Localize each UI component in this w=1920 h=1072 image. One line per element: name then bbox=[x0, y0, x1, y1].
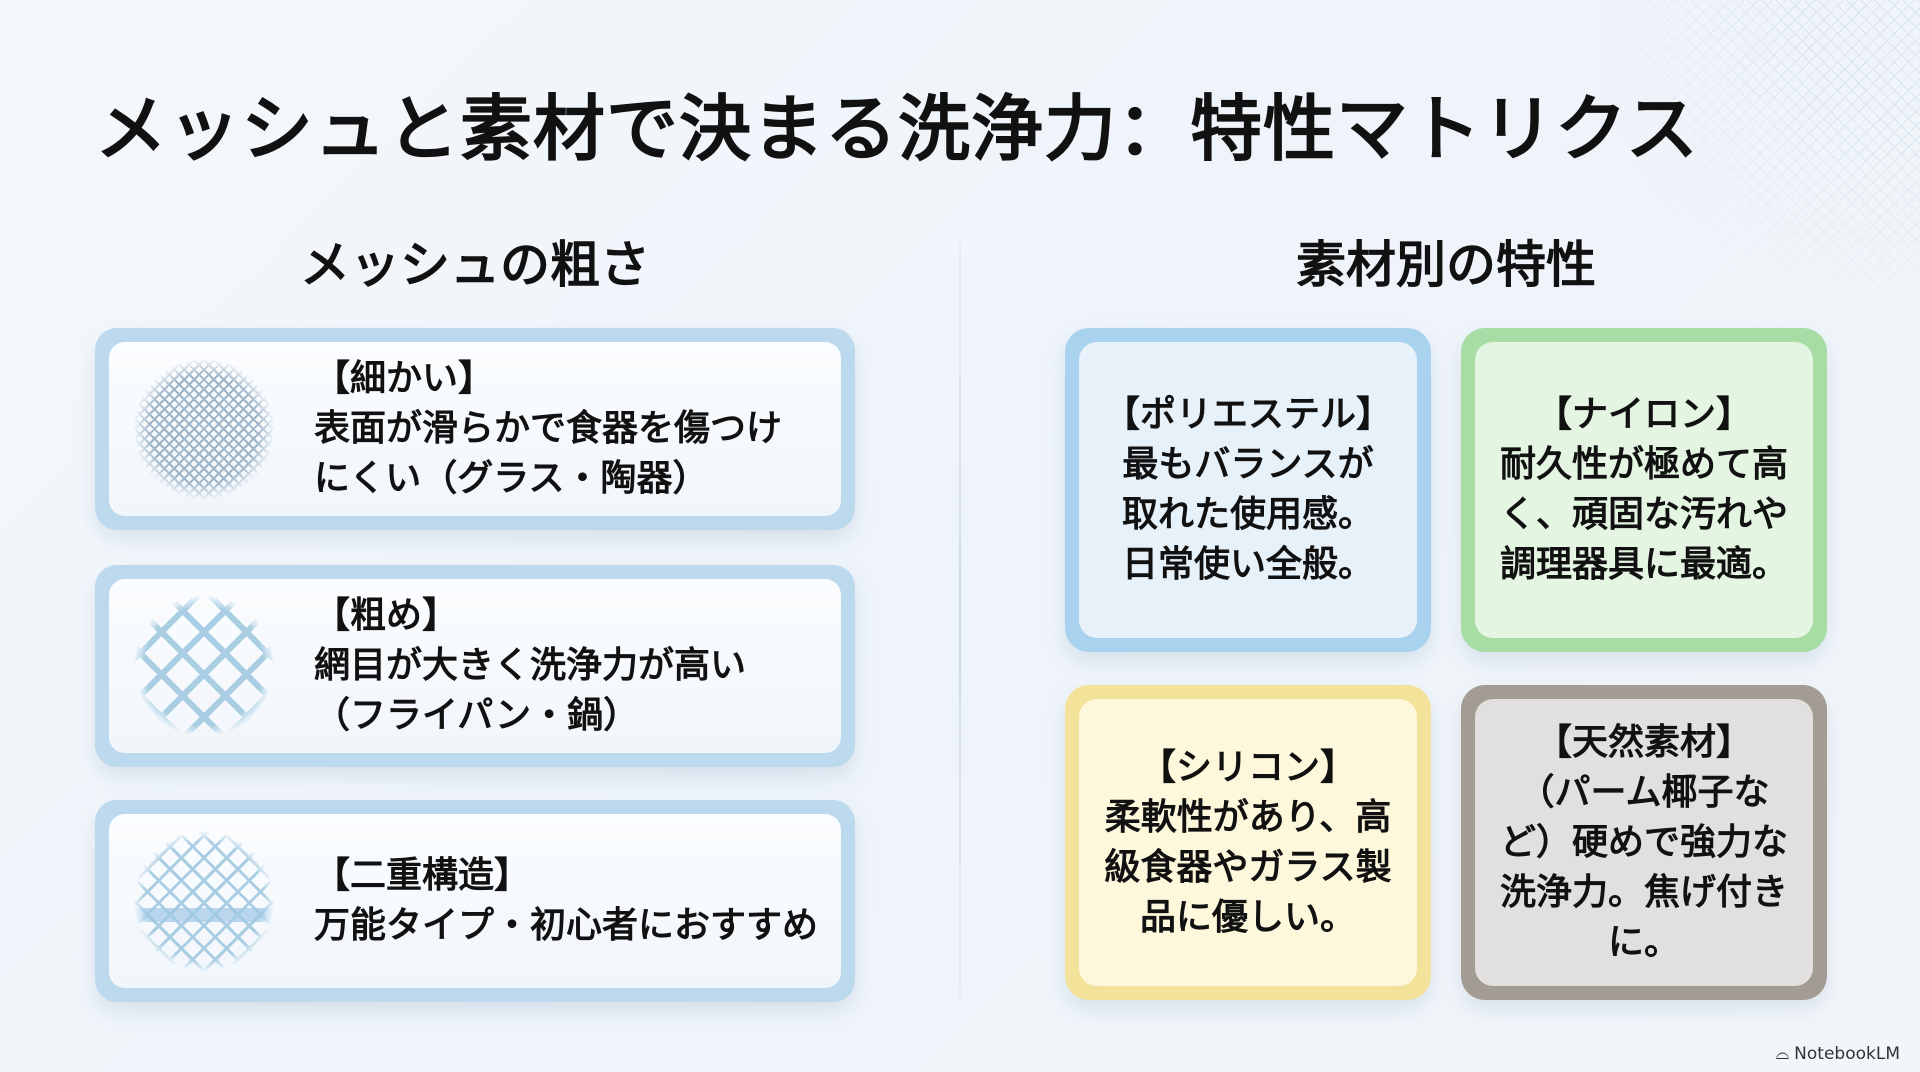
material-desc: 最もバランスが取れた使用感。日常使い全般。 bbox=[1121, 444, 1374, 585]
material-label: 【天然素材】 bbox=[1535, 721, 1752, 763]
mesh-card-double: 【二重構造】万能タイプ・初心者におすすめ bbox=[95, 800, 855, 1002]
material-label: 【シリコン】 bbox=[1139, 746, 1356, 788]
double-mesh-icon bbox=[134, 831, 274, 971]
section-divider bbox=[959, 240, 961, 1000]
page-title: メッシュと素材で決まる洗浄力：特性マトリクス bbox=[95, 87, 1699, 171]
material-card-nylon: 【ナイロン】耐久性が極めて高く、頑固な汚れや調理器具に最適。 bbox=[1461, 328, 1827, 652]
material-section-heading: 素材別の特性 bbox=[1296, 236, 1596, 294]
mesh-desc: 網目が大きく洗浄力が高い（フライパン・鍋） bbox=[314, 645, 747, 736]
mesh-card-fine: 【細かい】表面が滑らかで食器を傷つけにくい（グラス・陶器） bbox=[95, 328, 855, 530]
fine-mesh-icon bbox=[134, 359, 274, 499]
mesh-label: 【細かい】 bbox=[314, 358, 495, 399]
mesh-desc: 表面が滑らかで食器を傷つけにくい（グラス・陶器） bbox=[314, 408, 783, 499]
material-desc: 柔軟性があり、高級食器やガラス製品に優しい。 bbox=[1104, 796, 1392, 938]
mesh-card-coarse: 【粗め】網目が大きく洗浄力が高い（フライパン・鍋） bbox=[95, 565, 855, 767]
coarse-mesh-icon bbox=[134, 596, 274, 736]
material-card-polyester: 【ポリエステル】最もバランスが取れた使用感。日常使い全般。 bbox=[1065, 328, 1431, 652]
notebooklm-logo: ⌓NotebookLM bbox=[1776, 1044, 1900, 1064]
mesh-label: 【二重構造】 bbox=[314, 855, 531, 896]
material-desc: 耐久性が極めて高く、頑固な汚れや調理器具に最適。 bbox=[1499, 444, 1788, 585]
brand-name: NotebookLM bbox=[1794, 1044, 1900, 1064]
material-label: 【ポリエステル】 bbox=[1103, 394, 1392, 435]
mesh-decoration bbox=[1600, 0, 1920, 320]
mesh-section-heading: メッシュの粗さ bbox=[300, 236, 650, 294]
mesh-desc: 万能タイプ・初心者におすすめ bbox=[314, 905, 819, 946]
material-card-natural: 【天然素材】 （パーム椰子など）硬めで強力な洗浄力。焦げ付きに。 bbox=[1461, 685, 1827, 1000]
material-label: 【ナイロン】 bbox=[1535, 394, 1752, 435]
mesh-label: 【粗め】 bbox=[314, 595, 459, 636]
material-card-silicone: 【シリコン】柔軟性があり、高級食器やガラス製品に優しい。 bbox=[1065, 685, 1431, 1000]
material-desc: （パーム椰子など）硬めで強力な洗浄力。焦げ付きに。 bbox=[1499, 771, 1788, 963]
notebooklm-icon: ⌓ bbox=[1775, 1044, 1790, 1064]
